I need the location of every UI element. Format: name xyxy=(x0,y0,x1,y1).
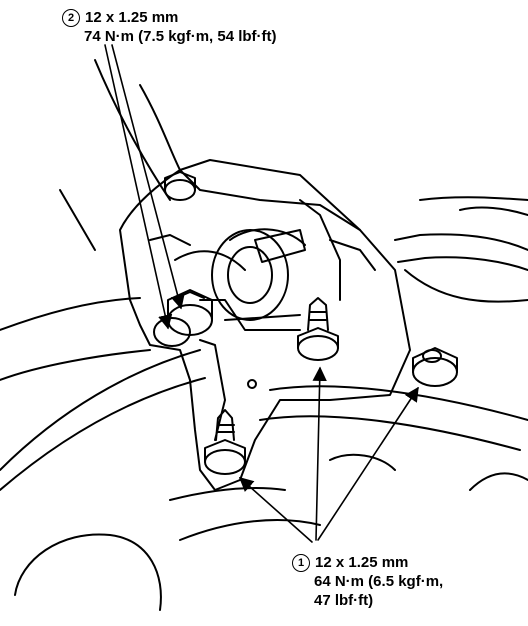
callout-1-torque-line2: 47 lbf·ft) xyxy=(314,592,374,609)
frame-outline xyxy=(0,59,528,611)
callout-number-2: 2 xyxy=(62,9,80,27)
top-bolt xyxy=(164,171,196,201)
nut-center xyxy=(297,297,339,361)
engine-mount-bracket xyxy=(119,159,411,491)
callout-2-size: 12 x 1.25 mm xyxy=(85,9,179,26)
callout-2-torque: 74 N·m (7.5 kgf·m, 54 lbf·ft) xyxy=(84,28,277,45)
callout-1-size: 12 x 1.25 mm xyxy=(315,554,409,571)
callout-bolt-2: 2 12 x 1.25 mm 74 N·m (7.5 kgf·m, 54 lbf·… xyxy=(62,8,277,46)
callout-nuts-1: 1 12 x 1.25 mm 64 N·m (6.5 kgf·m, 47 lbf·… xyxy=(292,553,443,610)
bolt-2 xyxy=(153,289,213,347)
callout-1-torque-line1: 64 N·m (6.5 kgf·m, xyxy=(314,573,444,590)
leader-lines xyxy=(104,44,419,543)
callout-number-1: 1 xyxy=(292,554,310,572)
nut-right xyxy=(412,347,458,387)
nut-lower xyxy=(204,409,246,475)
